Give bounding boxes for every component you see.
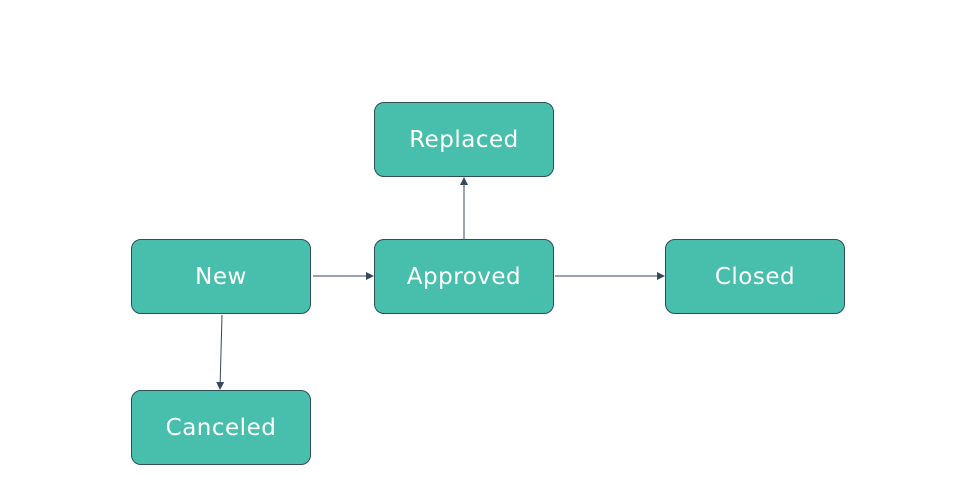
node-closed-label: Closed bbox=[714, 263, 796, 290]
node-new: New bbox=[131, 239, 311, 314]
node-closed: Closed bbox=[665, 239, 845, 314]
node-canceled: Canceled bbox=[131, 390, 311, 465]
edge-new-to-canceled bbox=[216, 314, 225, 390]
node-new-label: New bbox=[195, 263, 247, 290]
node-approved-label: Approved bbox=[406, 263, 522, 290]
node-approved: Approved bbox=[374, 239, 554, 314]
node-replaced: Replaced bbox=[374, 102, 554, 177]
node-replaced-label: Replaced bbox=[409, 126, 519, 153]
node-canceled-label: Canceled bbox=[165, 414, 277, 441]
